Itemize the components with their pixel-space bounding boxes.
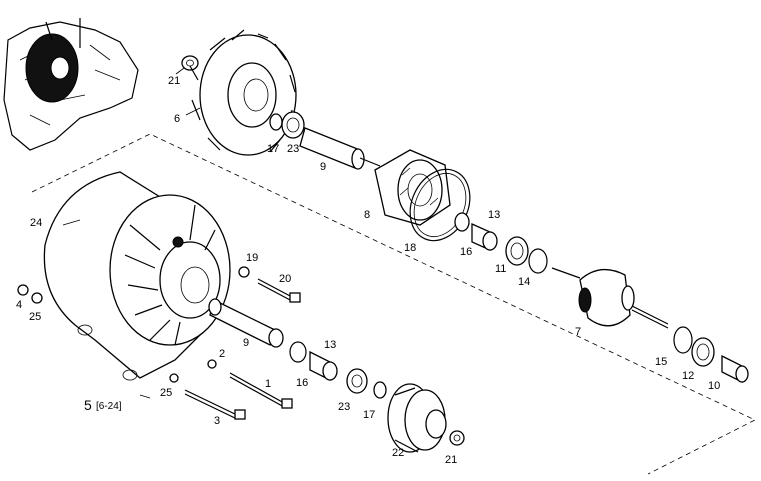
seal-23-top bbox=[281, 111, 305, 139]
washer-19 bbox=[238, 266, 250, 278]
label-23-top: 23 bbox=[287, 143, 299, 155]
label-20: 20 bbox=[279, 273, 291, 285]
label-24: 24 bbox=[30, 217, 42, 229]
label-13-top: 13 bbox=[488, 209, 500, 221]
label-13-lower: 13 bbox=[324, 339, 336, 351]
washer-25-left bbox=[31, 292, 43, 304]
assembly-outline bbox=[31, 133, 756, 475]
seal-23-lower bbox=[346, 368, 368, 394]
pulley-22 bbox=[387, 383, 447, 453]
label-1: 1 bbox=[265, 378, 271, 390]
washer-25-lower bbox=[169, 373, 179, 383]
label-4: 4 bbox=[16, 299, 22, 311]
rotor-8 bbox=[374, 149, 451, 226]
label-25-left: 25 bbox=[29, 311, 41, 323]
label-18: 18 bbox=[404, 242, 416, 254]
shaft-7 bbox=[551, 267, 669, 329]
label-21-lower: 21 bbox=[445, 454, 457, 466]
cap-10 bbox=[721, 354, 749, 384]
label-14: 14 bbox=[518, 276, 530, 288]
label-10: 10 bbox=[708, 380, 720, 392]
bolt-20 bbox=[257, 278, 301, 303]
label-3: 3 bbox=[214, 415, 220, 427]
ring-16-top bbox=[454, 212, 470, 232]
ring-16-lower bbox=[289, 341, 307, 363]
washer-17-lower bbox=[373, 381, 387, 399]
label-15: 15 bbox=[655, 356, 667, 368]
label-25-lower: 25 bbox=[160, 387, 172, 399]
label-9-lower: 9 bbox=[243, 337, 249, 349]
bolt-1 bbox=[229, 372, 293, 409]
snap-ring-14 bbox=[528, 248, 548, 274]
label-16-lower: 16 bbox=[296, 377, 308, 389]
fan-wheel-6 bbox=[189, 29, 297, 156]
bearing-13-lower bbox=[309, 350, 338, 382]
label-11: 11 bbox=[495, 263, 506, 275]
label-23-lower: 23 bbox=[338, 401, 350, 413]
bolt-3 bbox=[184, 389, 246, 420]
label-7: 7 bbox=[575, 326, 581, 338]
nut-21-lower bbox=[449, 430, 465, 446]
label-12: 12 bbox=[682, 370, 694, 382]
washer-2 bbox=[207, 359, 217, 369]
bearing-11 bbox=[505, 236, 529, 266]
label-21-top: 21 bbox=[168, 75, 180, 87]
reference-range: [6-24] bbox=[96, 401, 122, 412]
engine-locator-thumbnail bbox=[3, 18, 139, 151]
label-17-lower: 17 bbox=[363, 409, 375, 421]
label-6: 6 bbox=[174, 113, 180, 125]
spacer-sleeve-9-top bbox=[299, 127, 381, 170]
label-2: 2 bbox=[219, 348, 225, 360]
housing-24 bbox=[43, 171, 231, 381]
snap-ring-15 bbox=[673, 326, 693, 354]
bearing-12 bbox=[691, 337, 715, 367]
washer-17-top bbox=[269, 113, 283, 131]
spacer-sleeve-9-lower bbox=[208, 298, 284, 348]
leader-lines bbox=[62, 67, 201, 399]
bearing-13-top bbox=[471, 222, 498, 252]
label-17-top: 17 bbox=[267, 143, 279, 155]
label-22: 22 bbox=[392, 447, 404, 459]
label-19: 19 bbox=[246, 252, 258, 264]
reference-number: 5 bbox=[84, 397, 92, 413]
nut-4 bbox=[17, 284, 29, 296]
label-8: 8 bbox=[364, 209, 370, 221]
label-9-top: 9 bbox=[320, 161, 326, 173]
nut-21-top bbox=[181, 55, 199, 71]
label-16-top: 16 bbox=[460, 246, 472, 258]
